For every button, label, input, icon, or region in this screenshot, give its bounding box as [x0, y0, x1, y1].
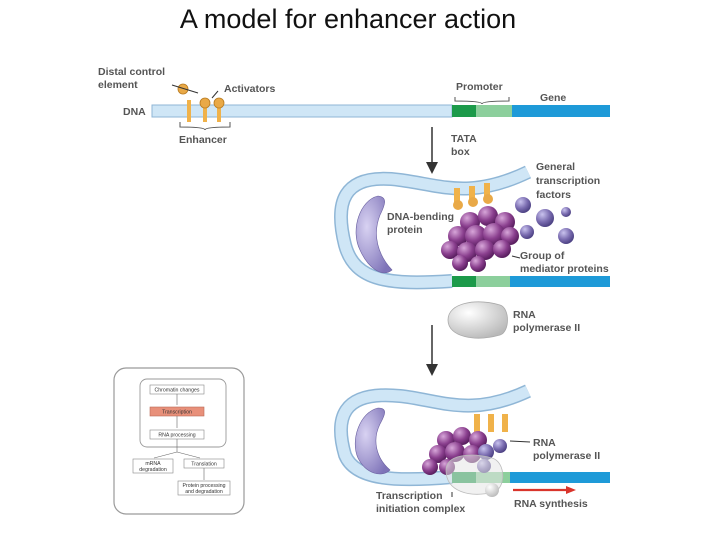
- mediator-proteins: [441, 206, 519, 272]
- tata-box: [452, 105, 476, 117]
- label-tata-box: box: [451, 146, 470, 158]
- label-mediator: Group of: [520, 250, 565, 262]
- label-gene: Gene: [540, 92, 566, 104]
- dna-bending-protein: [355, 195, 393, 274]
- flow-transcription: Transcription: [162, 410, 192, 416]
- rna-polymerase-free: [447, 301, 508, 339]
- activator-proteins: [177, 83, 225, 122]
- label-gtf-2: transcription: [536, 175, 600, 187]
- tata-box-2: [452, 276, 476, 287]
- label-rna-pol-2: polymerase II: [513, 322, 580, 334]
- flow-mrna-deg-2: degradation: [139, 467, 167, 473]
- panel-1-linear-dna: Distal control element Activators DNA En…: [98, 66, 610, 158]
- label-rna-pol: RNA: [513, 309, 536, 321]
- label-dna-bending: DNA-bending: [387, 211, 454, 223]
- label-tic-2: initiation complex: [376, 503, 465, 515]
- label-distal-control-2: element: [98, 79, 138, 91]
- flow-protein-processing-2: and degradation: [185, 489, 223, 495]
- label-gtf: General: [536, 161, 575, 173]
- promoter-region: [476, 105, 512, 117]
- label-promoter: Promoter: [456, 81, 503, 93]
- label-enhancer: Enhancer: [179, 134, 227, 146]
- page-title: A model for enhancer action: [179, 4, 517, 34]
- label-tic: Transcription: [376, 490, 443, 502]
- label-rna-pol-bound-2: polymerase II: [533, 450, 600, 462]
- label-tata: TATA: [451, 133, 477, 145]
- flow-mrna-deg: mRNA: [145, 461, 161, 467]
- flow-rna-processing: RNA processing: [158, 433, 195, 439]
- flow-translation: Translation: [191, 462, 217, 468]
- panel-2-looped-dna: DNA-bending protein General transcriptio…: [333, 161, 610, 290]
- general-transcription-factors: [515, 197, 574, 244]
- label-activators: Activators: [224, 83, 276, 95]
- label-mediator-2: mediator proteins: [520, 263, 609, 275]
- activators-loop: [453, 183, 493, 210]
- gene-expression-flowchart: Chromatin changes Transcription RNA proc…: [113, 367, 245, 515]
- gene-region: [512, 105, 610, 117]
- label-dna-bending-2: protein: [387, 224, 423, 236]
- promoter-brace: [454, 97, 510, 105]
- activators-complex: [474, 414, 508, 432]
- panel-3-initiation-complex: RNA polymerase II Transcription initiati…: [333, 384, 610, 515]
- enhancer-brace: [179, 122, 231, 131]
- flow-chromatin: Chromatin changes: [155, 388, 200, 394]
- dna-strand: [151, 104, 453, 118]
- label-distal-control: Distal control: [98, 66, 165, 78]
- label-rna-pol-bound: RNA: [533, 437, 556, 449]
- label-rna-synthesis: RNA synthesis: [514, 498, 588, 510]
- flow-protein-processing: Protein processing: [183, 483, 226, 489]
- label-gtf-3: factors: [536, 189, 571, 201]
- label-dna: DNA: [123, 106, 146, 118]
